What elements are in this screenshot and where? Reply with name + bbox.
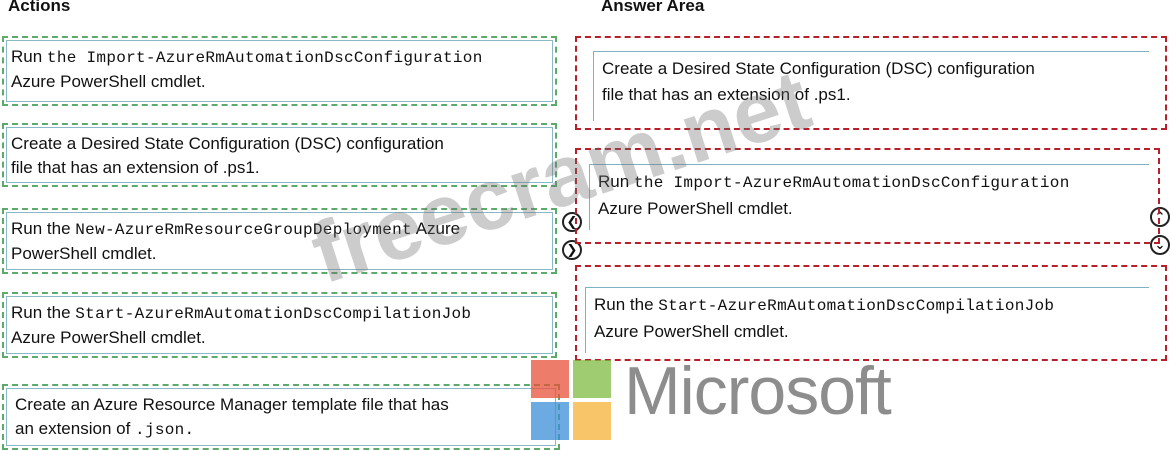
- answer-code: the Import-AzureRmAutomationDscConfigura…: [633, 174, 1070, 192]
- answer-slot-3[interactable]: Run the Start-AzureRmAutomationDscCompil…: [575, 265, 1167, 361]
- action-code: .json.: [135, 421, 195, 439]
- logo-square-red: [531, 360, 569, 398]
- action-text: Run the: [11, 303, 76, 322]
- action-code: the Import-AzureRmAutomationDscConfigura…: [46, 49, 483, 67]
- answer-text: Azure PowerShell cmdlet.: [594, 322, 789, 341]
- action-text: file that has an extension of .ps1.: [11, 158, 260, 177]
- logo-square-yellow: [573, 402, 611, 440]
- action-text: Create a Desired State Configuration (DS…: [11, 134, 444, 153]
- answer-code: Start-AzureRmAutomationDscCompilationJob: [658, 297, 1055, 315]
- action-text: Azure PowerShell cmdlet.: [11, 72, 206, 91]
- action-item-import-dsc[interactable]: Run the Import-AzureRmAutomationDscConfi…: [2, 36, 557, 106]
- action-text: Create an Azure Resource Manager templat…: [15, 395, 449, 414]
- action-text: Run: [11, 47, 47, 66]
- action-code: Start-AzureRmAutomationDscCompilationJob: [75, 305, 472, 323]
- answer-slot-1[interactable]: Create a Desired State Configuration (DS…: [575, 36, 1167, 130]
- move-right-button[interactable]: ❯: [562, 240, 582, 260]
- move-left-button[interactable]: ❮: [562, 212, 582, 232]
- answer-text: Azure PowerShell cmdlet.: [598, 199, 793, 218]
- action-text: Azure PowerShell cmdlet.: [11, 328, 206, 347]
- logo-square-blue: [531, 402, 569, 440]
- microsoft-wordmark: Microsoft: [624, 353, 892, 429]
- action-item-arm-template[interactable]: Create an Azure Resource Manager templat…: [2, 384, 560, 450]
- action-text: Azure: [411, 219, 461, 238]
- answer-text: Run the: [594, 295, 659, 314]
- action-item-new-deployment[interactable]: Run the New-AzureRmResourceGroupDeployme…: [2, 208, 557, 274]
- action-text: an extension of: [15, 419, 136, 438]
- answer-text: Run: [598, 172, 634, 191]
- answer-slot-2[interactable]: Run the Import-AzureRmAutomationDscConfi…: [575, 148, 1160, 244]
- action-item-create-dsc[interactable]: Create a Desired State Configuration (DS…: [2, 123, 557, 187]
- answer-item-create-dsc[interactable]: Create a Desired State Configuration (DS…: [593, 51, 1149, 121]
- answer-item-start-compilation[interactable]: Run the Start-AzureRmAutomationDscCompil…: [585, 287, 1149, 353]
- answer-text: file that has an extension of .ps1.: [602, 85, 851, 104]
- actions-heading: Actions: [8, 0, 71, 15]
- move-up-button[interactable]: ⌃: [1150, 207, 1170, 227]
- action-text: PowerShell cmdlet.: [11, 244, 157, 263]
- answer-item-import-dsc[interactable]: Run the Import-AzureRmAutomationDscConfi…: [589, 164, 1149, 230]
- action-code: New-AzureRmResourceGroupDeployment: [75, 221, 412, 239]
- answer-area-heading: Answer Area: [601, 0, 705, 15]
- action-text: Run the: [11, 219, 76, 238]
- answer-text: Create a Desired State Configuration (DS…: [602, 59, 1035, 78]
- logo-square-green: [573, 360, 611, 398]
- action-item-start-compilation[interactable]: Run the Start-AzureRmAutomationDscCompil…: [2, 292, 557, 358]
- move-down-button[interactable]: ⌄: [1150, 235, 1170, 255]
